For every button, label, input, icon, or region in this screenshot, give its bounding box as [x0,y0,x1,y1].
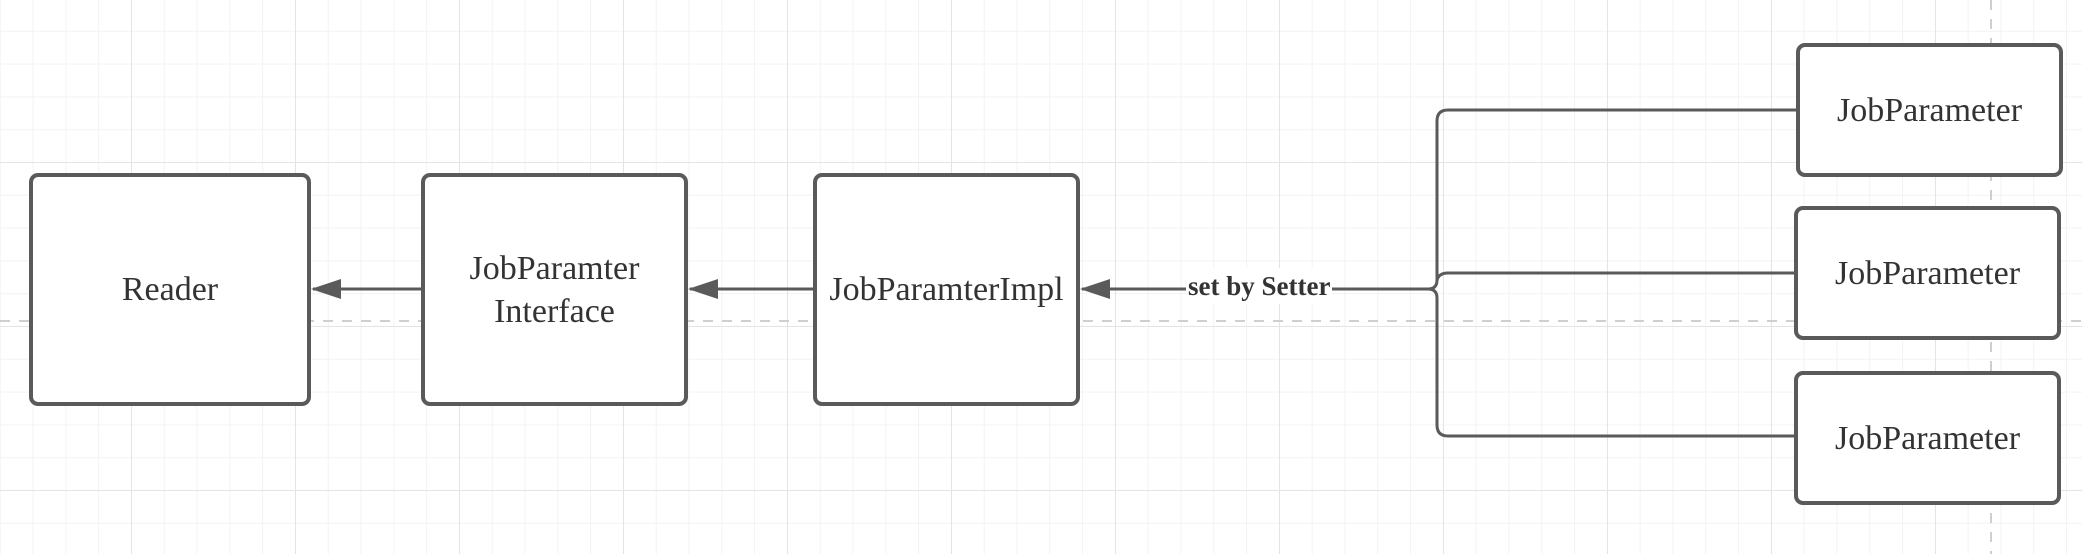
connector-bottom-parameter[interactable] [1427,287,1795,438]
set-by-setter-label: set by Setter [1186,268,1333,304]
reader-label: Reader [121,271,219,308]
interface-label: JobParamter Interface [469,249,640,330]
job-parameter-box-middle[interactable]: JobParameter [1794,206,2061,340]
impl-box[interactable]: JobParamterImpl [813,173,1080,406]
connector-top-parameter[interactable] [1340,108,1797,291]
job-parameter-box-bottom[interactable]: JobParameter [1794,371,2061,505]
interface-box[interactable]: JobParamter Interface [421,173,688,406]
impl-label: JobParamterImpl [829,271,1064,308]
job-parameter-box-top[interactable]: JobParameter [1796,43,2063,177]
connector-middle-parameter[interactable] [1435,271,1795,281]
job-parameter-label: JobParameter [1836,91,2023,129]
job-parameter-label: JobParameter [1834,419,2021,457]
job-parameter-label: JobParameter [1834,254,2021,292]
reader-box[interactable]: Reader [29,173,311,406]
